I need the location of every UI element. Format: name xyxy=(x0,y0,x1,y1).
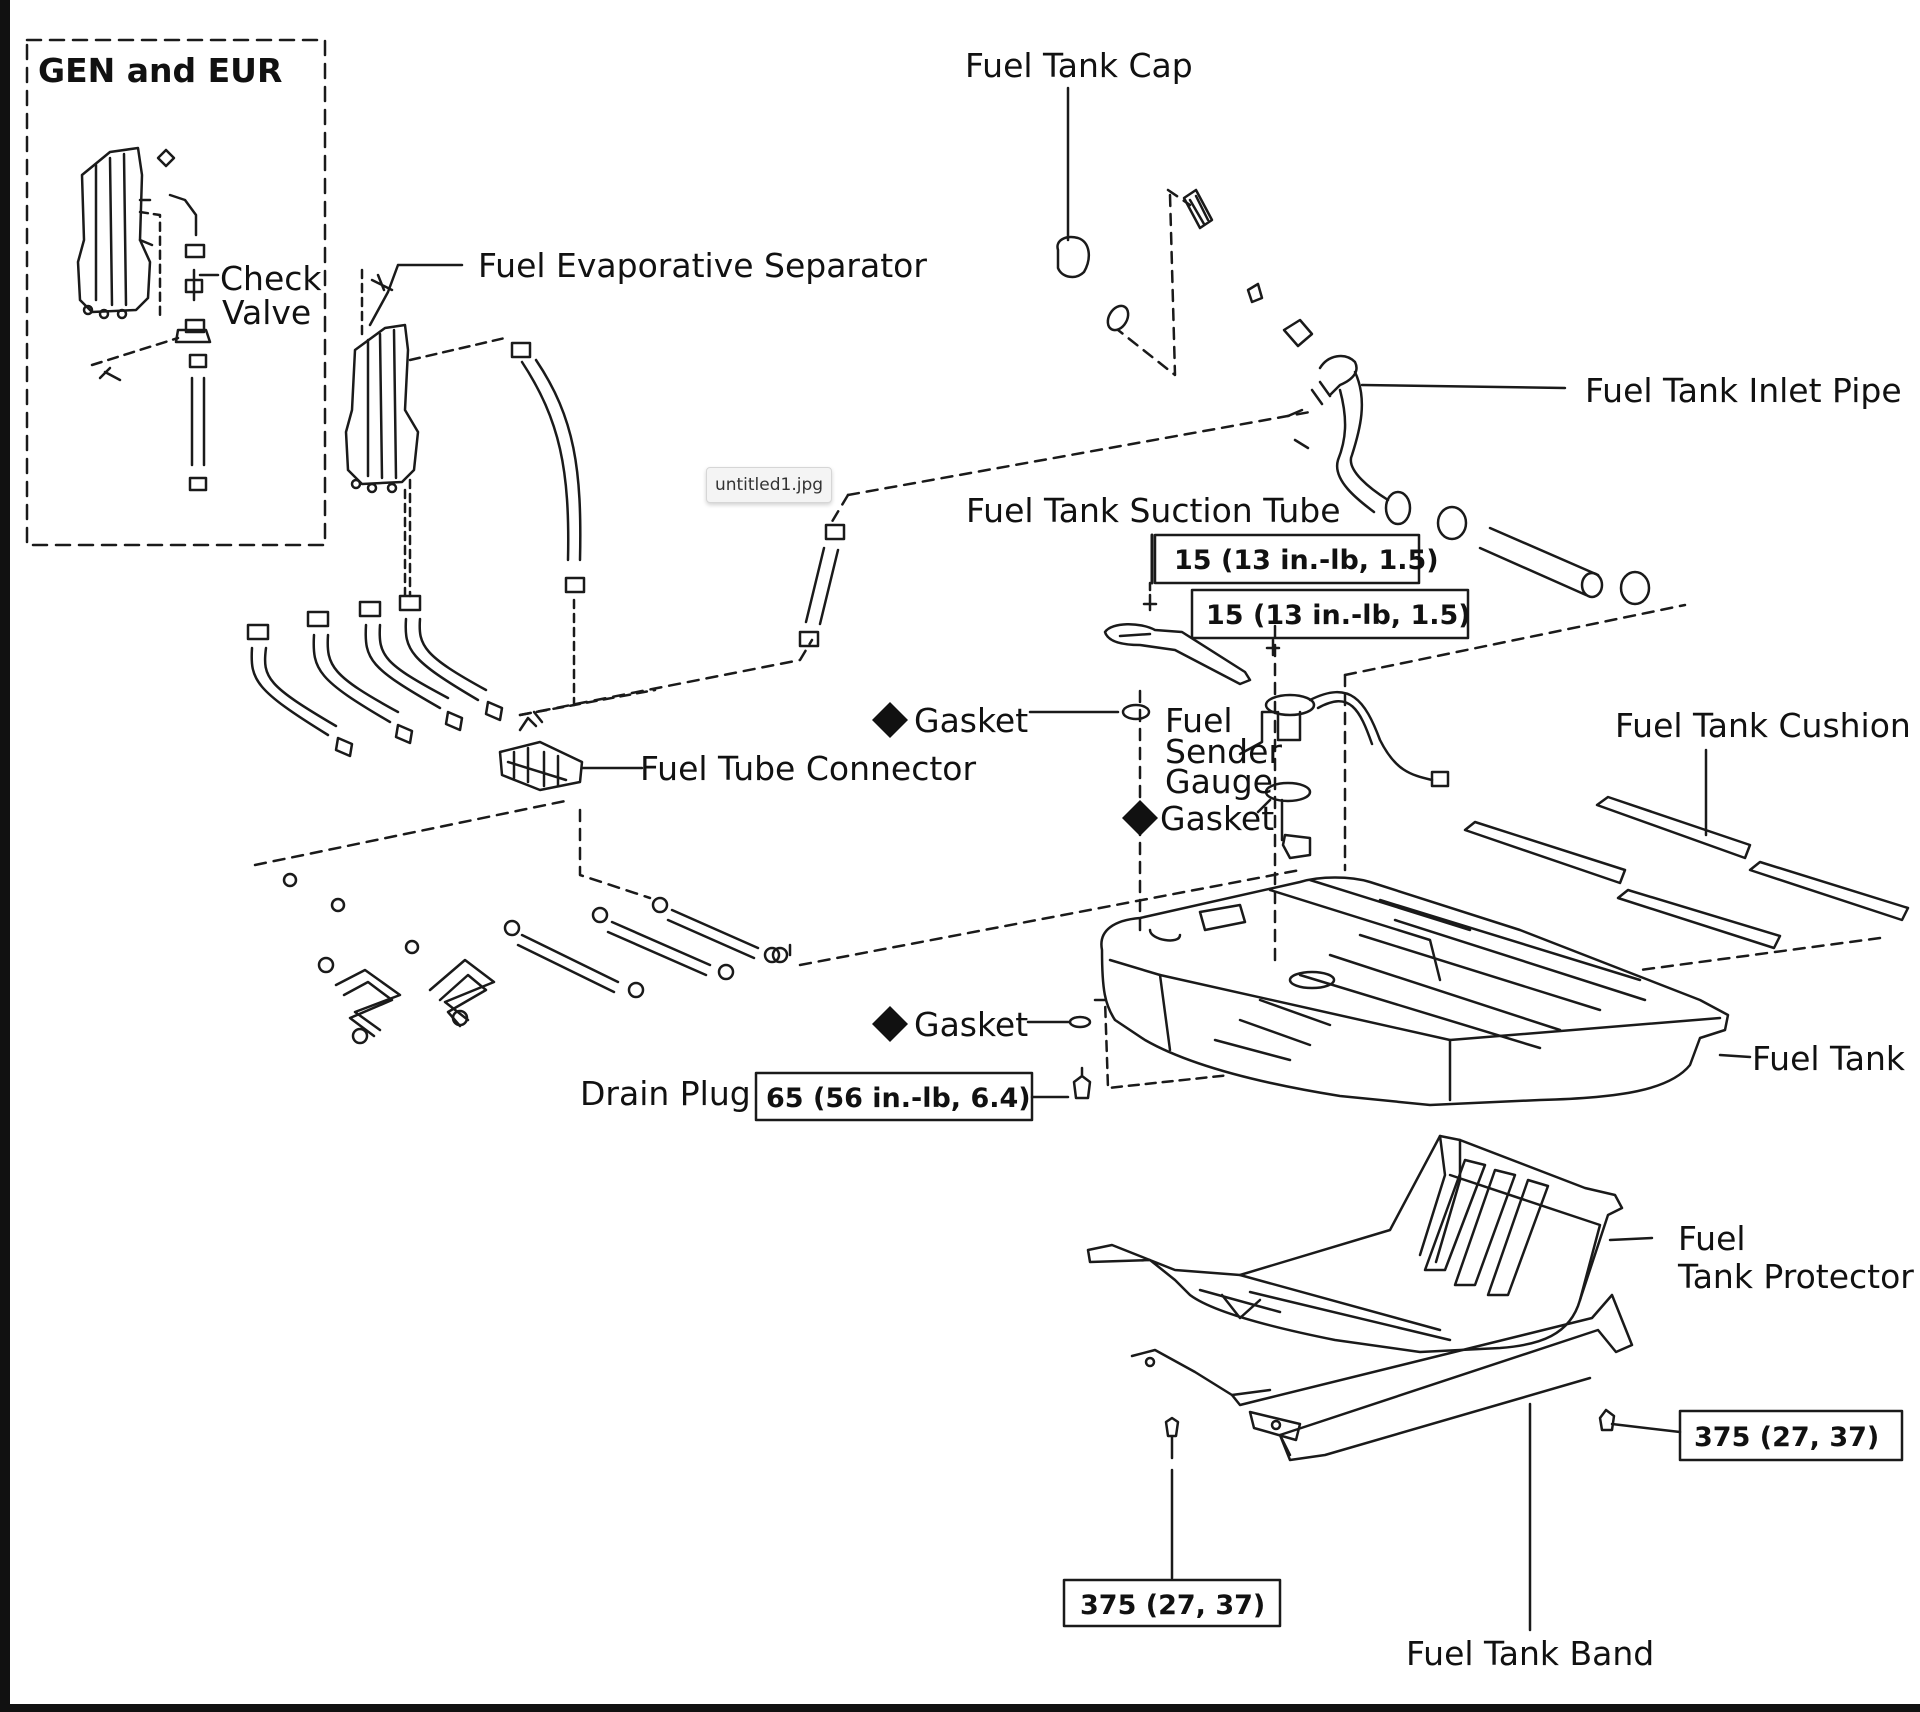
label-drain-plug: Drain Plug xyxy=(580,1074,751,1113)
label-gen-eur: GEN and EUR xyxy=(38,51,282,90)
label-check-valve-2: Valve xyxy=(222,293,311,332)
filename-tooltip: untitled1.jpg xyxy=(706,467,832,503)
label-fuel-tank-suction-tube: Fuel Tank Suction Tube xyxy=(966,491,1341,530)
routing-dashed-lines xyxy=(253,188,1882,972)
fuel-tank-suction-tube-icon xyxy=(1103,593,1281,686)
fuel-evaporative-separator-icon xyxy=(344,268,507,597)
label-fuel-tank-protector-2: Tank Protector xyxy=(1677,1257,1914,1296)
fuel-tank-cap-icon xyxy=(1056,86,1130,332)
label-fuel-tank-protector-1: Fuel xyxy=(1678,1219,1746,1258)
curved-hose-icon xyxy=(510,341,586,707)
torque-band-right: 375 (27, 37) xyxy=(1694,1422,1879,1453)
gasket-diamond-lower xyxy=(872,1006,908,1042)
fuel-tube-connector-icon xyxy=(498,688,657,792)
label-fuel-tank-cushion: Fuel Tank Cushion xyxy=(1615,706,1911,745)
torque-box-suction-lower xyxy=(1190,588,1470,640)
fuel-tank-protector-icon xyxy=(1086,1134,1654,1354)
bent-hoses-icon xyxy=(246,478,504,758)
gasket-diamond-middle xyxy=(1122,800,1158,836)
fuel-sender-gauge-icon xyxy=(1121,690,1450,860)
short-tube-icon xyxy=(798,523,846,648)
lower-fittings-icon xyxy=(282,872,792,1045)
torque-band-bottom: 375 (27, 37) xyxy=(1080,1590,1265,1621)
label-fuel-tank-band: Fuel Tank Band xyxy=(1406,1634,1654,1673)
check-valve-icon xyxy=(90,148,212,492)
label-gasket-upper: Gasket xyxy=(914,701,1028,740)
torque-suction-lower: 15 (13 in.-lb, 1.5) xyxy=(1206,600,1471,631)
gen-eur-inset-frame xyxy=(25,38,327,547)
inset-separator-icon xyxy=(76,146,154,320)
label-fuel-tank-cap: Fuel Tank Cap xyxy=(965,46,1193,85)
inlet-fittings-icon xyxy=(1182,188,1314,450)
window-bottom-edge xyxy=(0,1704,1920,1712)
window-left-edge xyxy=(0,0,10,1712)
label-fuel-tank-inlet-pipe: Fuel Tank Inlet Pipe xyxy=(1585,371,1902,410)
fuel-tank-icon xyxy=(1100,876,1752,1107)
torque-suction-upper: 15 (13 in.-lb, 1.5) xyxy=(1174,545,1439,576)
torque-drain-plug: 65 (56 in.-lb, 6.4) xyxy=(766,1083,1031,1114)
label-gasket-lower: Gasket xyxy=(914,1005,1028,1044)
torque-box-band-right xyxy=(1678,1409,1904,1462)
label-fuel-sender-3: Gauge xyxy=(1165,762,1273,801)
torque-box-band-bottom xyxy=(1062,1578,1282,1628)
torque-box-suction-upper xyxy=(1153,533,1421,585)
label-fuel-sender-2: Sender xyxy=(1165,732,1282,771)
label-check-valve-1: Check xyxy=(220,259,322,298)
fuel-tank-cushion-icon xyxy=(1463,748,1910,950)
leader-lines xyxy=(198,263,1278,814)
label-fuel-evaporative-separator: Fuel Evaporative Separator xyxy=(478,246,927,285)
fuel-tank-inlet-pipe-icon xyxy=(1310,354,1651,606)
band-bolts-icon xyxy=(1164,1408,1682,1580)
label-gasket-middle: Gasket xyxy=(1160,799,1274,838)
label-fuel-tank: Fuel Tank xyxy=(1752,1039,1906,1078)
fuel-tank-band-icon xyxy=(1130,1293,1634,1632)
gasket-diamond-upper xyxy=(872,702,908,738)
label-fuel-sender-1: Fuel xyxy=(1165,701,1233,740)
drain-plug-icon xyxy=(1026,998,1232,1100)
label-fuel-tube-connector: Fuel Tube Connector xyxy=(640,749,976,788)
